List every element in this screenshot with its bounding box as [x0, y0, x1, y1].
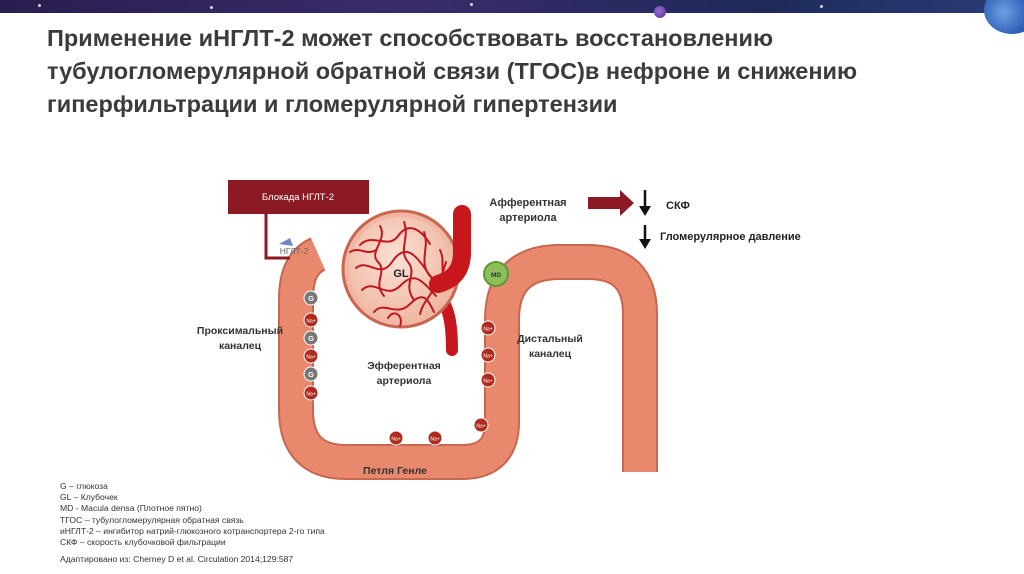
- macula-densa: MD: [483, 261, 509, 287]
- distal-label-line2: каналец: [529, 348, 572, 360]
- star-decoration: [820, 5, 823, 8]
- sodium-marker: Na+: [303, 312, 319, 328]
- glucose-marker: G: [303, 330, 319, 346]
- afferent-block-arrow: [588, 190, 634, 216]
- legend-item: MD - Macula densa (Плотное пятно): [60, 503, 202, 514]
- henle-loop-label: Петля Генле: [363, 465, 427, 477]
- sodium-marker: Na+: [303, 348, 319, 364]
- svg-text:G: G: [308, 294, 314, 303]
- planet-decoration: [654, 6, 666, 18]
- afferent-label-line1: Афферентная: [489, 197, 566, 209]
- legend-item: GL – Клубочек: [60, 492, 118, 503]
- sodium-marker: Na+: [480, 320, 496, 336]
- svg-text:Na+: Na+: [483, 379, 492, 385]
- nephron-tubule-inner: [280, 239, 656, 478]
- sglt2-blockade-box: [228, 180, 369, 214]
- afferent-label-line2: артериола: [499, 212, 557, 224]
- svg-text:Na+: Na+: [391, 437, 400, 443]
- macula-densa-label: MD: [491, 272, 501, 279]
- sodium-marker: Na+: [388, 430, 404, 446]
- glucose-marker: G: [303, 290, 319, 306]
- svg-text:Na+: Na+: [306, 355, 315, 361]
- efferent-label-line1: Эфферентная: [367, 360, 441, 372]
- efferent-label-line2: артериола: [377, 375, 432, 387]
- pressure-down-arrow-head: [639, 239, 651, 249]
- svg-text:Na+: Na+: [483, 327, 492, 333]
- svg-text:Na+: Na+: [476, 424, 485, 430]
- source-citation: Адаптировано из: Cherney D et al. Circul…: [60, 554, 294, 565]
- sglt2-blockade-label: Блокада НГЛТ-2: [262, 192, 334, 203]
- svg-text:Na+: Na+: [483, 354, 492, 360]
- star-decoration: [210, 6, 213, 9]
- proximal-label-line1: Проксимальный: [197, 325, 283, 337]
- gfr-down-arrow-head: [639, 206, 651, 216]
- afferent-arteriole-vessel: [429, 205, 471, 293]
- legend-item: СКФ – скорость клубочковой фильтрации: [60, 537, 226, 548]
- sodium-marker: Na+: [480, 372, 496, 388]
- legend-item: G – глюкоза: [60, 481, 108, 491]
- slide-title: Применение иНГЛТ-2 может способствовать …: [47, 25, 858, 117]
- sodium-marker: Na+: [427, 430, 443, 446]
- blockade-connector-line: [264, 214, 290, 260]
- glomerulus-label: GL: [393, 268, 409, 280]
- sodium-marker: Na+: [480, 347, 496, 363]
- legend-item: иНГЛТ-2 – ингибитор натрий-глюкозного ко…: [60, 525, 325, 536]
- glucose-marker: G: [303, 366, 319, 382]
- svg-text:G: G: [308, 334, 314, 343]
- glomerular-pressure-label: Гломерулярное давление: [660, 231, 801, 243]
- svg-text:Na+: Na+: [430, 437, 439, 443]
- sodium-marker: Na+: [473, 417, 489, 433]
- svg-text:Na+: Na+: [306, 319, 315, 325]
- star-decoration: [38, 4, 41, 7]
- distal-label-line1: Дистальный: [517, 333, 583, 345]
- proximal-label-line2: каналец: [219, 340, 262, 352]
- svg-text:G: G: [308, 370, 314, 379]
- sodium-marker: Na+: [303, 385, 319, 401]
- top-decorative-band: [0, 0, 1024, 18]
- glomerulus: GL: [341, 209, 461, 329]
- sglt2-transporter-icon: [279, 238, 293, 246]
- svg-text:Na+: Na+: [306, 392, 315, 398]
- abbreviations-legend: G – глюкоза GL – Клубочек MD - Macula de…: [60, 481, 325, 565]
- sglt2-label: НГЛТ-2: [280, 246, 309, 256]
- star-decoration: [470, 3, 473, 6]
- gfr-label: СКФ: [666, 200, 690, 212]
- legend-item: ТГОС – тубулогломерулярная обратная связ…: [60, 514, 244, 525]
